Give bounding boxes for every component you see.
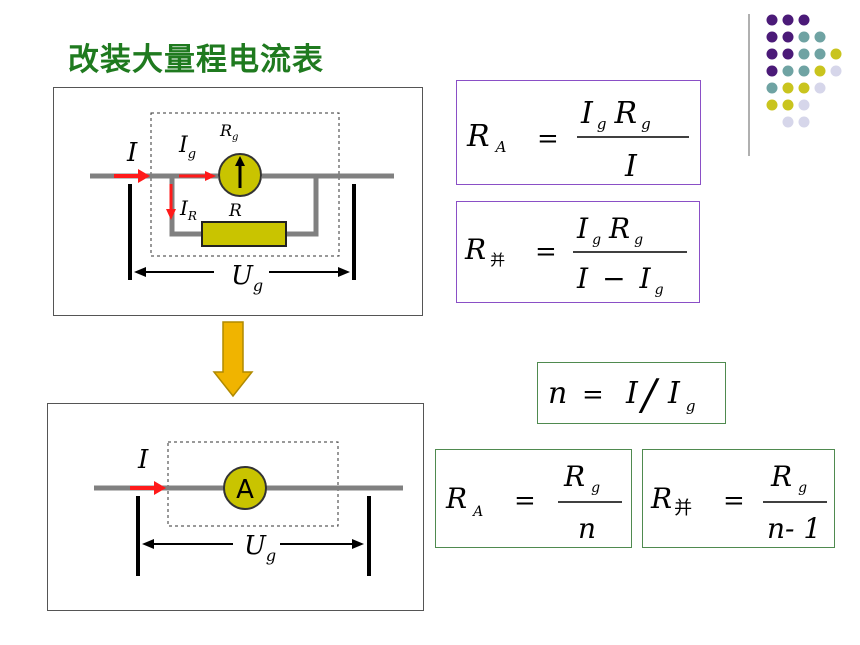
meter-boundary-dashed: [150, 112, 340, 257]
ra-denominator: I: [624, 149, 638, 184]
current-arrow-IR-head: [166, 209, 176, 220]
n-lhs: n: [548, 376, 567, 411]
current-arrow-Ig-head: [205, 171, 216, 181]
decorative-dot: [766, 82, 778, 94]
decorative-dot: [782, 65, 794, 77]
shunt-circuit-diagram: I Ig Rg IR R Ug: [53, 87, 423, 316]
n-eq: =: [582, 380, 604, 410]
decorative-dot: [798, 14, 810, 26]
shunt-resistor: [201, 221, 287, 247]
label-Rg: Rg: [219, 121, 238, 143]
ammeter-circuit-diagram: A I Ug: [47, 403, 424, 611]
decorative-dot: [782, 31, 794, 43]
decorative-dot: [798, 82, 810, 94]
decorative-dot: [830, 65, 842, 77]
shunt-circuit-svg: I Ig Rg IR R Ug: [90, 112, 394, 295]
rbing-eq: =: [535, 237, 557, 267]
decorative-dot: [814, 48, 826, 60]
decorative-dot: [782, 99, 794, 111]
decorative-dot: [766, 14, 778, 26]
decorative-dot: [798, 31, 810, 43]
decorative-dot: [766, 31, 778, 43]
label-I: I: [137, 445, 149, 475]
decorative-dot: [830, 48, 842, 60]
label-Ug: Ug: [231, 261, 263, 295]
decorative-divider: [748, 14, 750, 156]
decorative-dot: [798, 65, 810, 77]
decorative-dot: [766, 65, 778, 77]
ammeter-icon: [223, 466, 267, 510]
ammeter-label: A: [236, 475, 254, 505]
decorative-dot: [782, 48, 794, 60]
ug-arrow-right-head: [338, 267, 350, 277]
label-Ug: Ug: [244, 531, 276, 565]
current-arrow-I-head: [138, 169, 150, 183]
decorative-dot: [766, 48, 778, 60]
ra-eq: =: [537, 124, 559, 154]
page-title: 改装大量程电流表: [68, 42, 324, 78]
decorative-dot: [782, 14, 794, 26]
n-numerator: I: [625, 376, 639, 411]
ra2-denominator: n: [578, 512, 596, 545]
ug-arrow-left-head: [142, 539, 154, 549]
n-slash: /: [638, 370, 660, 419]
label-Ig: Ig: [178, 133, 196, 162]
ammeter-circuit-svg: A I Ug: [94, 441, 403, 576]
decorative-dot: [766, 99, 778, 111]
decorative-dot: [814, 31, 826, 43]
label-IR: IR: [179, 196, 197, 223]
rbing2-eq: =: [723, 486, 745, 516]
transform-down-arrow: [212, 321, 254, 398]
rbing2-denominator: n- 1: [767, 512, 821, 545]
decorative-dot: [814, 65, 826, 77]
ammeter-boundary-dashed: [167, 441, 339, 527]
decorative-dot: [814, 82, 826, 94]
ug-arrow-left-head: [134, 267, 146, 277]
decorative-dot: [798, 48, 810, 60]
shunt-wire-right: [286, 176, 319, 237]
decorative-dot: [782, 82, 794, 94]
galvanometer-needle-tip: [235, 156, 245, 166]
label-R: R: [228, 201, 242, 221]
decorative-dot: [798, 99, 810, 111]
decorative-dot: [782, 116, 794, 128]
decorative-dot-grid: [766, 14, 842, 128]
label-I: I: [126, 138, 138, 168]
decorative-dot: [798, 116, 810, 128]
current-arrow-I-head: [154, 481, 166, 495]
ra2-eq: =: [514, 486, 536, 516]
ug-arrow-right-head: [352, 539, 364, 549]
